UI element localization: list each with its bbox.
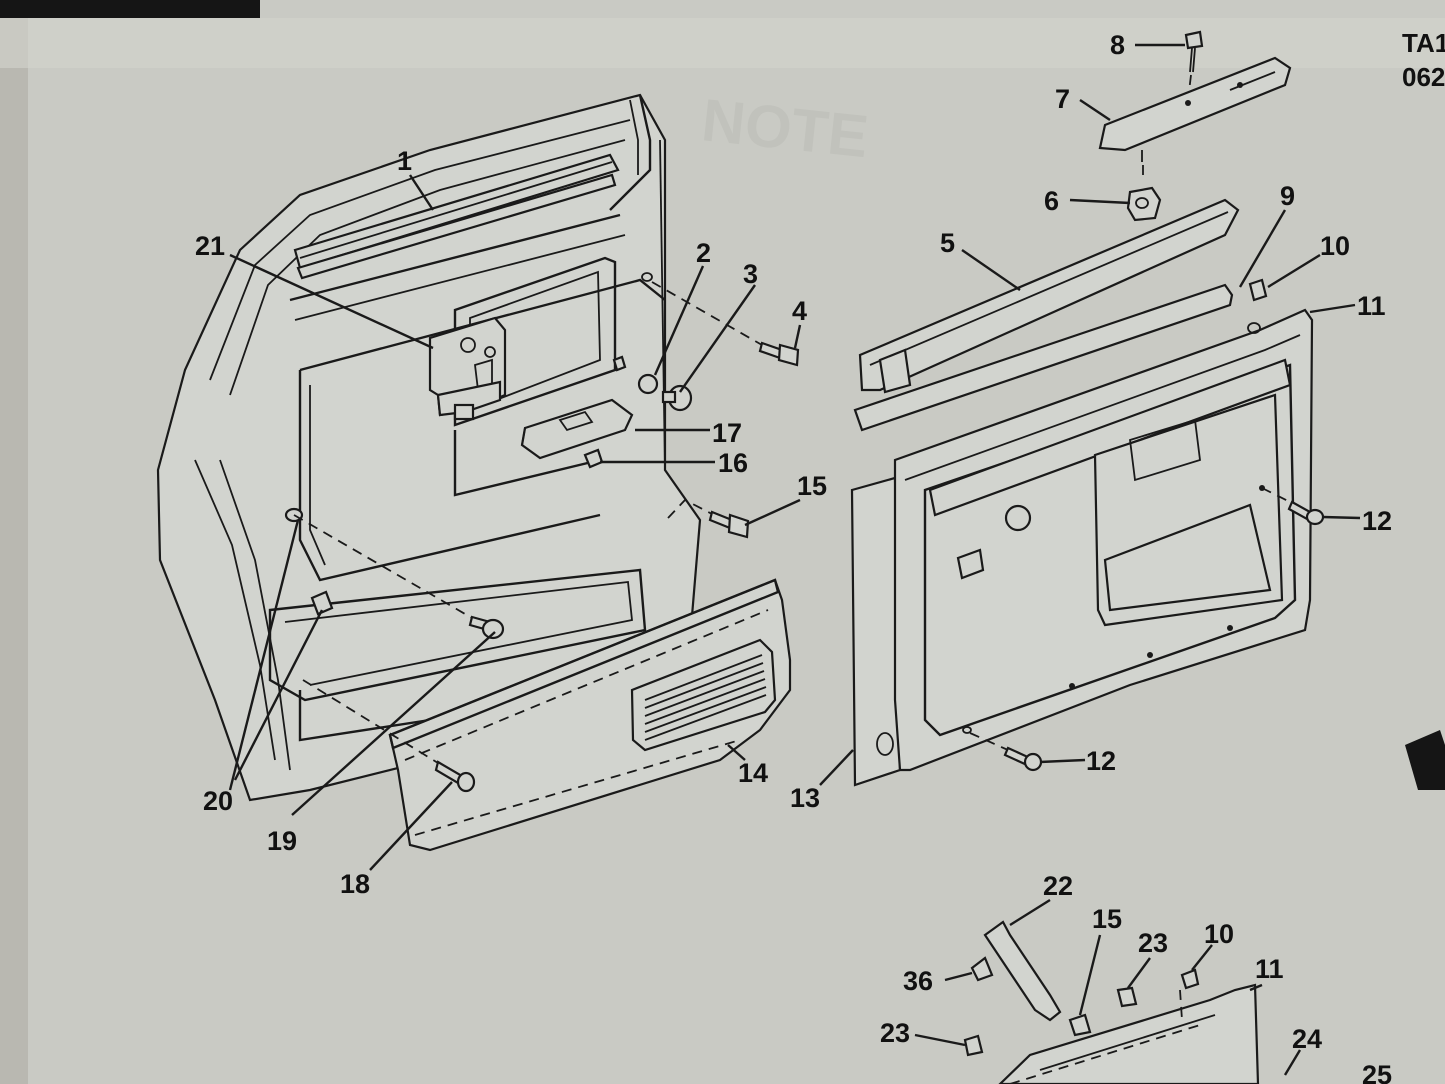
callout-8: 8 [1110,30,1125,60]
mount-hole-upper [641,272,653,282]
callout-15: 15 [797,471,827,501]
callout-labels: 1 2 3 4 5 6 7 8 9 10 11 12 12 13 14 15 1… [195,30,1392,1084]
callout-5: 5 [940,228,955,258]
corner-code-bottom: 062 [1402,62,1445,92]
speaker-grille-slots [644,654,767,741]
part-23-inset-nut-lower [963,1034,984,1057]
part-19-screw [468,615,505,640]
trim-panel-upper-hole [1247,322,1261,334]
part-10-inset-clip [1180,968,1200,990]
callout-11: 11 [1357,291,1386,321]
callout-2: 2 [696,238,711,268]
corner-code-top: TA1 [1402,28,1445,58]
top-light-band [0,18,1445,68]
callout-19: 19 [267,826,297,856]
callout-9: 9 [1280,181,1295,211]
callout-12-upper: 12 [1362,506,1392,536]
part-12-screw-lower [1003,746,1043,772]
part-14-lower-trim-panel [388,578,792,852]
callout-6: 6 [1044,186,1059,216]
part-4-alignment-dash [651,281,763,346]
callout-23-inset-upper: 23 [1138,928,1168,958]
callout-23-inset-lower: 23 [880,1018,910,1048]
part-2-nut-cutout [612,355,627,372]
part-18-screw [434,760,476,793]
part-15-bolt [708,510,750,539]
part-5-upper-armrest [858,198,1240,394]
callout-22: 22 [1043,871,1073,901]
part-12-lower-alignment-dash [969,732,1009,751]
callout-7: 7 [1055,84,1070,114]
callout-15-inset: 15 [1092,904,1122,934]
part-8-screw [1184,30,1204,73]
callout-21: 21 [195,231,225,261]
part-15-alignment-dash [667,498,713,519]
part-21-door-latch [428,316,507,421]
part-11-inset-trim-panel [998,983,1260,1084]
part-20-clip [310,590,334,616]
callout-17: 17 [712,418,742,448]
callout-10-inset: 10 [1204,919,1234,949]
part-18-alignment-dash [302,679,439,764]
part-3-grommet [661,384,693,412]
callout-1: 1 [397,146,412,176]
part-19-alignment-dash [293,514,473,619]
trim-panel-lower-hole [962,726,972,734]
part-2-washer [637,373,659,395]
callout-24: 24 [1292,1024,1322,1054]
page-left-edge-shadow [0,0,28,1084]
callout-10: 10 [1320,231,1350,261]
callout-13: 13 [790,783,820,813]
part-17-bracket [520,398,634,460]
part-7-pull-handle [1098,56,1292,162]
part-10-clip [1248,278,1268,302]
part-15-inset-bolt [1068,1013,1092,1037]
part-23-inset-nut-upper [1116,986,1138,1008]
callout-18: 18 [340,869,370,899]
callout-36: 36 [903,966,933,996]
part-22-bracket [983,920,1062,1022]
callout-11-inset: 11 [1255,954,1284,984]
callout-16: 16 [718,448,748,478]
part-12-upper-alignment-dash [1261,487,1293,504]
part-4-bolt [758,341,800,367]
callout-25: 25 [1362,1060,1392,1084]
part-11-door-trim-panel [876,308,1314,772]
inset-partial-view [963,920,1260,1084]
callout-14: 14 [738,758,768,788]
callout-4: 4 [792,296,807,326]
callout-12-lower: 12 [1086,746,1116,776]
part-1-window-channel [293,153,620,280]
callout-3: 3 [743,259,758,289]
top-edge-dark-strip [0,0,260,18]
right-edge-dark-arrow [1405,730,1445,790]
part-36-clip [970,956,994,982]
callout-20: 20 [203,786,233,816]
leader-lines [228,43,1361,1076]
part-6-nut [1126,186,1162,222]
part-9-trim-strip [853,283,1234,432]
